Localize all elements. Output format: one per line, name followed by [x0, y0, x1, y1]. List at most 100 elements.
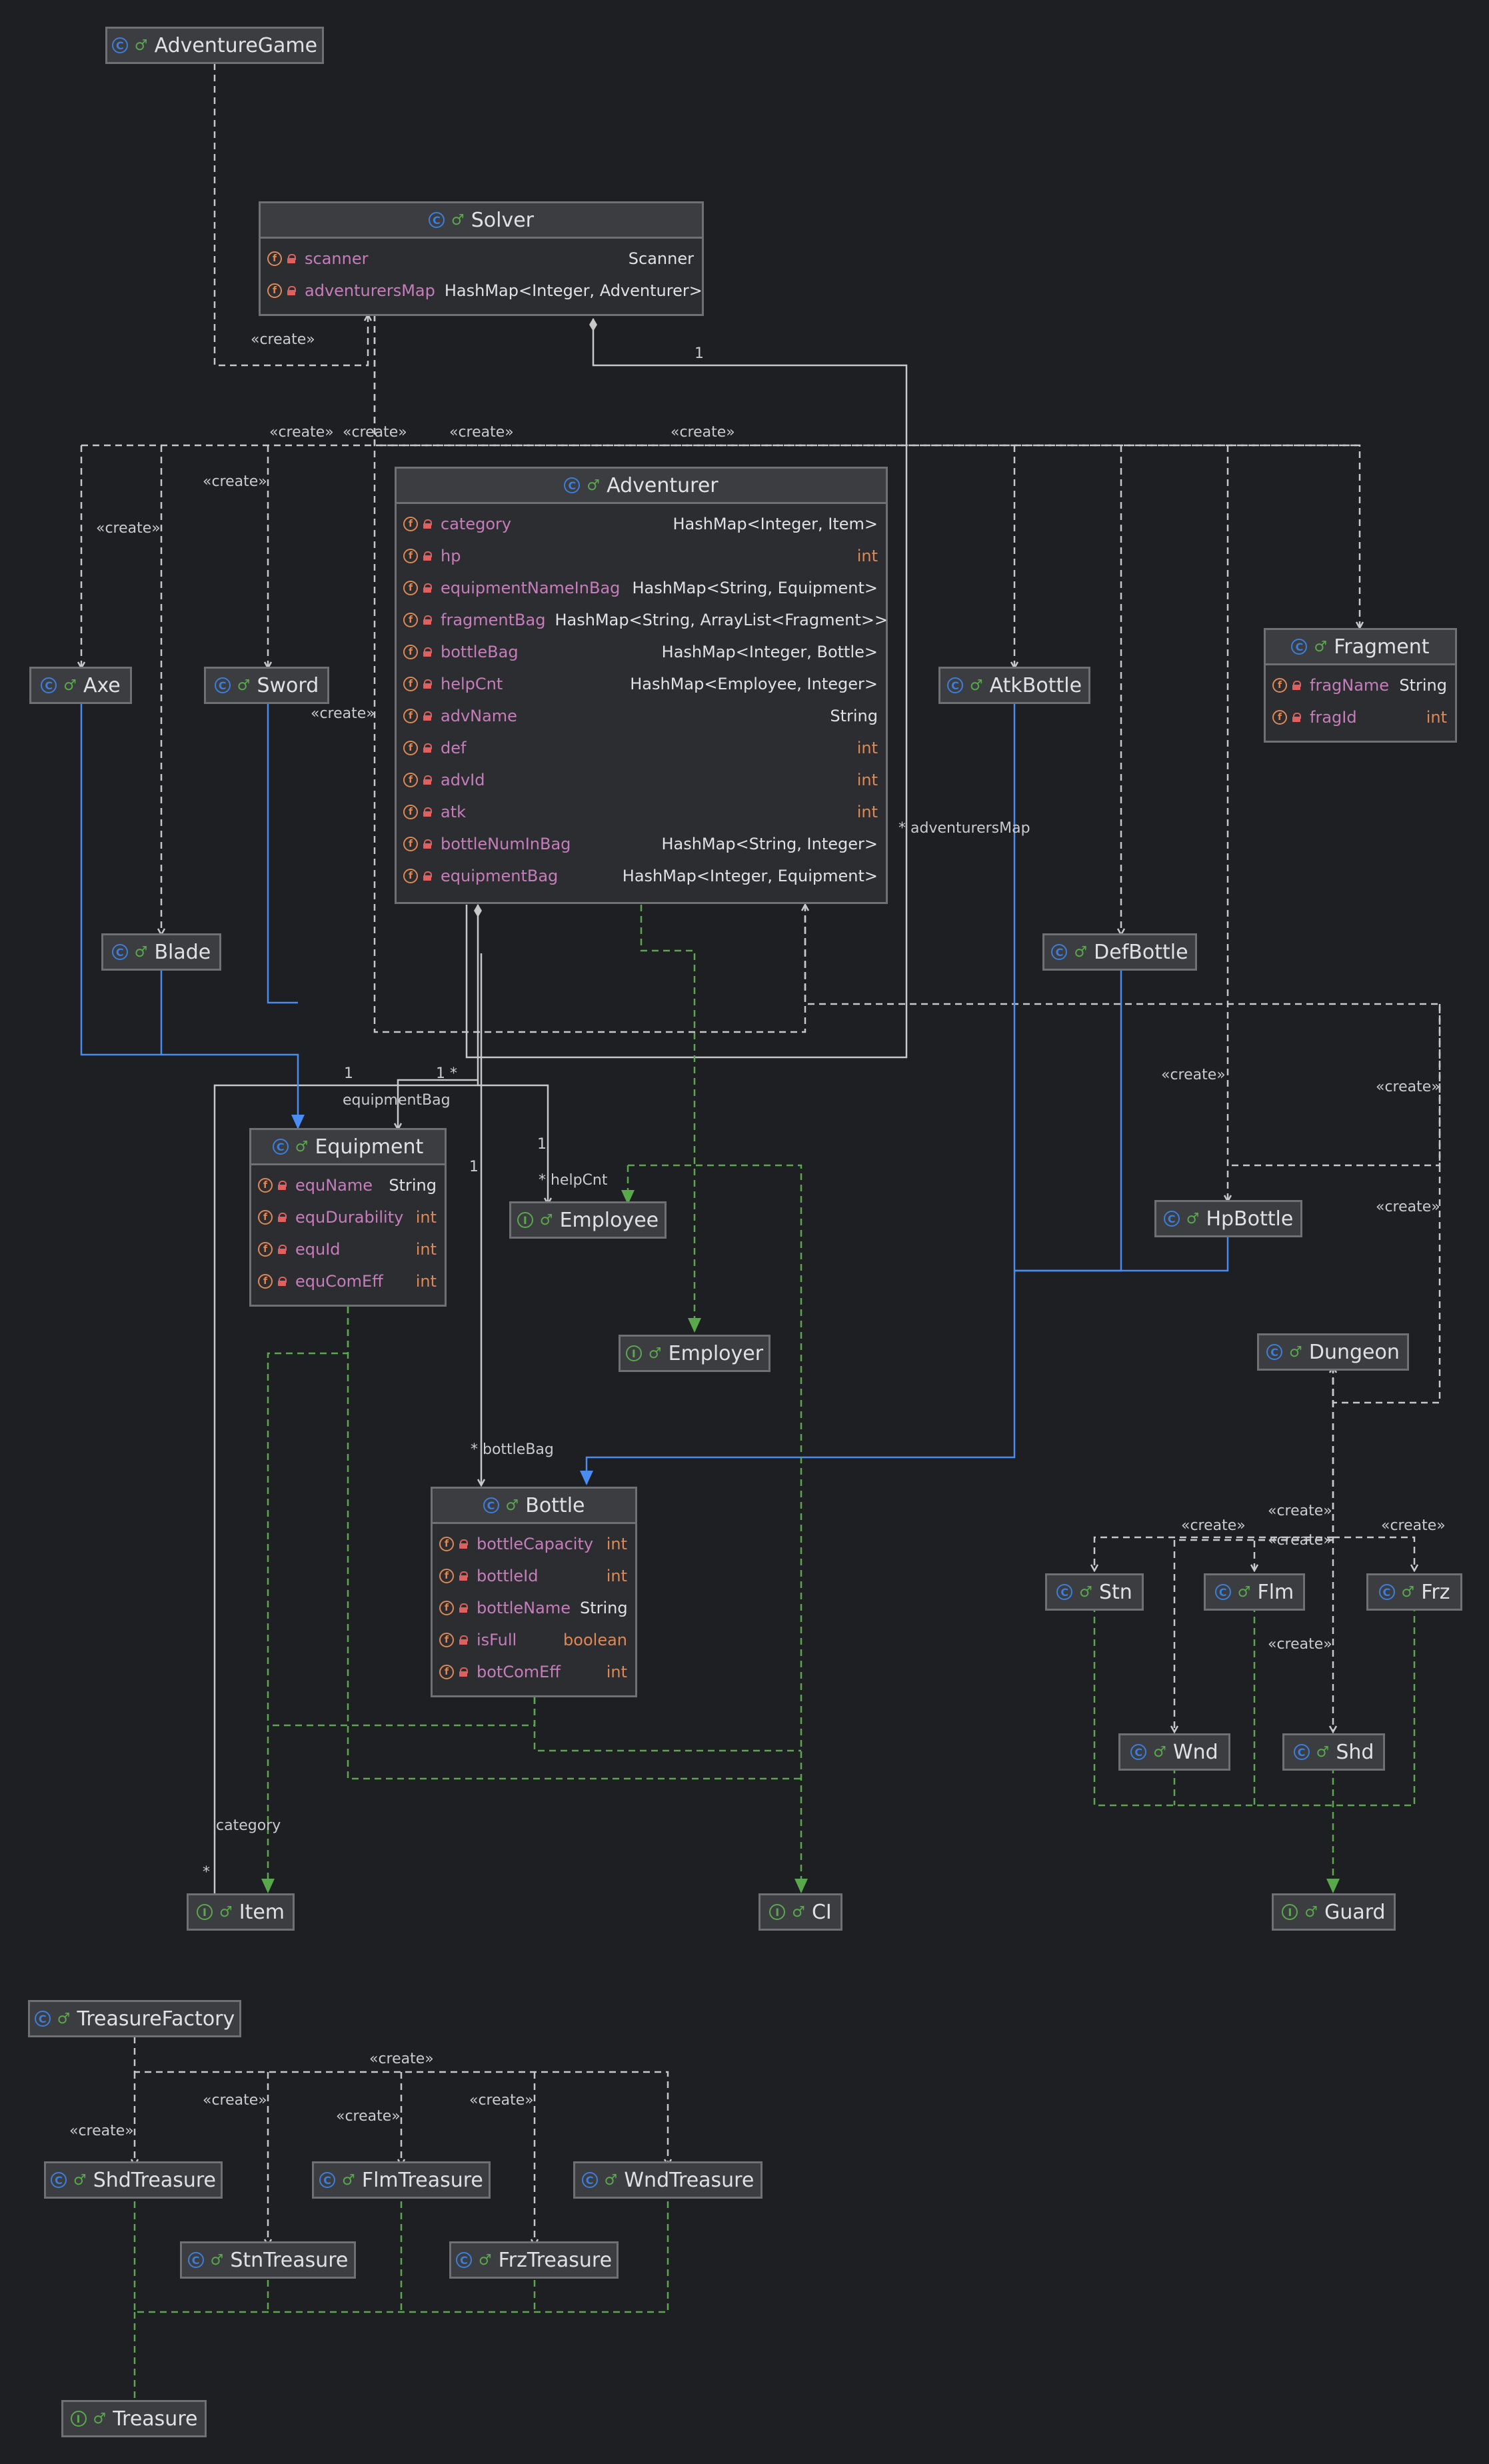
class-wndtreasure[interactable]: C♂WndTreasure: [573, 2161, 762, 2199]
class-treasurefactory[interactable]: C♂TreasureFactory: [28, 2000, 241, 2037]
class-defbottle[interactable]: C♂DefBottle: [1042, 933, 1197, 971]
class-flmtreasure[interactable]: C♂FlmTreasure: [312, 2161, 491, 2199]
static-field-icon: f: [258, 1178, 273, 1193]
field-name: bottleName: [477, 1599, 571, 1617]
class-name: Blade: [154, 940, 211, 964]
class-hpbottle[interactable]: C♂HpBottle: [1154, 1200, 1302, 1237]
class-icon: C: [483, 1497, 499, 1513]
class-shdtreasure[interactable]: C♂ShdTreasure: [44, 2161, 223, 2199]
class-icon: C: [428, 212, 445, 228]
label-solver-one: 1: [695, 345, 704, 362]
edge-sword-equipment: [267, 701, 298, 1004]
private-lock-icon: [423, 615, 432, 625]
field-type: int: [415, 1272, 437, 1291]
field-type: int: [856, 547, 878, 565]
field-name: equipmentNameInBag: [441, 579, 621, 597]
class-blade[interactable]: C♂Blade: [101, 933, 221, 971]
label-create-flm-a: «create»: [1268, 1503, 1332, 1519]
field-name: equId: [295, 1240, 341, 1259]
class-icon: C: [111, 37, 128, 53]
public-icon: ♂: [63, 677, 77, 694]
class-atkbottle[interactable]: C♂AtkBottle: [938, 667, 1090, 704]
public-icon: ♂: [604, 2171, 618, 2189]
field-type: int: [606, 1535, 627, 1553]
class-stntreasure[interactable]: C♂StnTreasure: [180, 2241, 356, 2279]
interface-item[interactable]: I♂Item: [187, 1893, 295, 1931]
class-name: Fragment: [1334, 635, 1430, 659]
field-icon: f: [403, 581, 418, 595]
class-flm[interactable]: C♂Flm: [1204, 1573, 1305, 1611]
private-lock-icon: [278, 1277, 287, 1286]
field-type: int: [415, 1240, 437, 1259]
class-shd[interactable]: C♂Shd: [1282, 1733, 1385, 1771]
class-header: C♂Equipment: [251, 1130, 445, 1163]
interface-employer[interactable]: I♂Employer: [619, 1335, 770, 1372]
class-icon: C: [272, 1139, 289, 1155]
field-type: int: [856, 771, 878, 789]
class-icon: C: [214, 677, 231, 693]
class-name: Flm: [1257, 1580, 1294, 1604]
field-name: category: [441, 515, 512, 533]
field-type: HashMap<Integer, Adventurer>: [444, 281, 703, 300]
class-icon: C: [1163, 1211, 1180, 1227]
class-frz[interactable]: C♂Frz: [1366, 1573, 1462, 1611]
static-field-icon: f: [267, 251, 282, 266]
class-adventuregame[interactable]: C♂AdventureGame: [105, 27, 324, 64]
edge-dungeon-adventurer: [804, 905, 1441, 1404]
label-bottlebag: * bottleBag: [471, 1441, 554, 1458]
interface-icon: I: [517, 1212, 533, 1228]
class-name: AdventureGame: [154, 33, 318, 57]
field-icon: f: [439, 1633, 454, 1647]
class-wnd[interactable]: C♂Wnd: [1118, 1733, 1230, 1771]
interface-employee[interactable]: I♂Employee: [509, 1201, 667, 1239]
class-name: StnTreasure: [230, 2248, 349, 2272]
private-lock-icon: [423, 519, 432, 529]
class-name: CI: [811, 1900, 832, 1924]
field-name: equDurability: [295, 1208, 404, 1227]
interface-ci[interactable]: I♂CI: [758, 1893, 842, 1931]
class-frztreasure[interactable]: C♂FrzTreasure: [449, 2241, 619, 2279]
public-icon: ♂: [792, 1903, 805, 1921]
class-axe[interactable]: C♂Axe: [29, 667, 132, 704]
class-sword[interactable]: C♂Sword: [204, 667, 329, 704]
class-name: Frz: [1421, 1580, 1450, 1604]
class-stn[interactable]: C♂Stn: [1045, 1573, 1144, 1611]
private-lock-icon: [287, 286, 296, 295]
class-dungeon[interactable]: C♂Dungeon: [1257, 1333, 1409, 1371]
interface-guard[interactable]: I♂Guard: [1272, 1893, 1396, 1931]
private-lock-icon: [1292, 681, 1301, 690]
private-lock-icon: [459, 1667, 468, 1677]
label-create-right-bus: «create»: [671, 424, 735, 441]
interface-treasure[interactable]: I♂Treasure: [61, 2400, 207, 2437]
